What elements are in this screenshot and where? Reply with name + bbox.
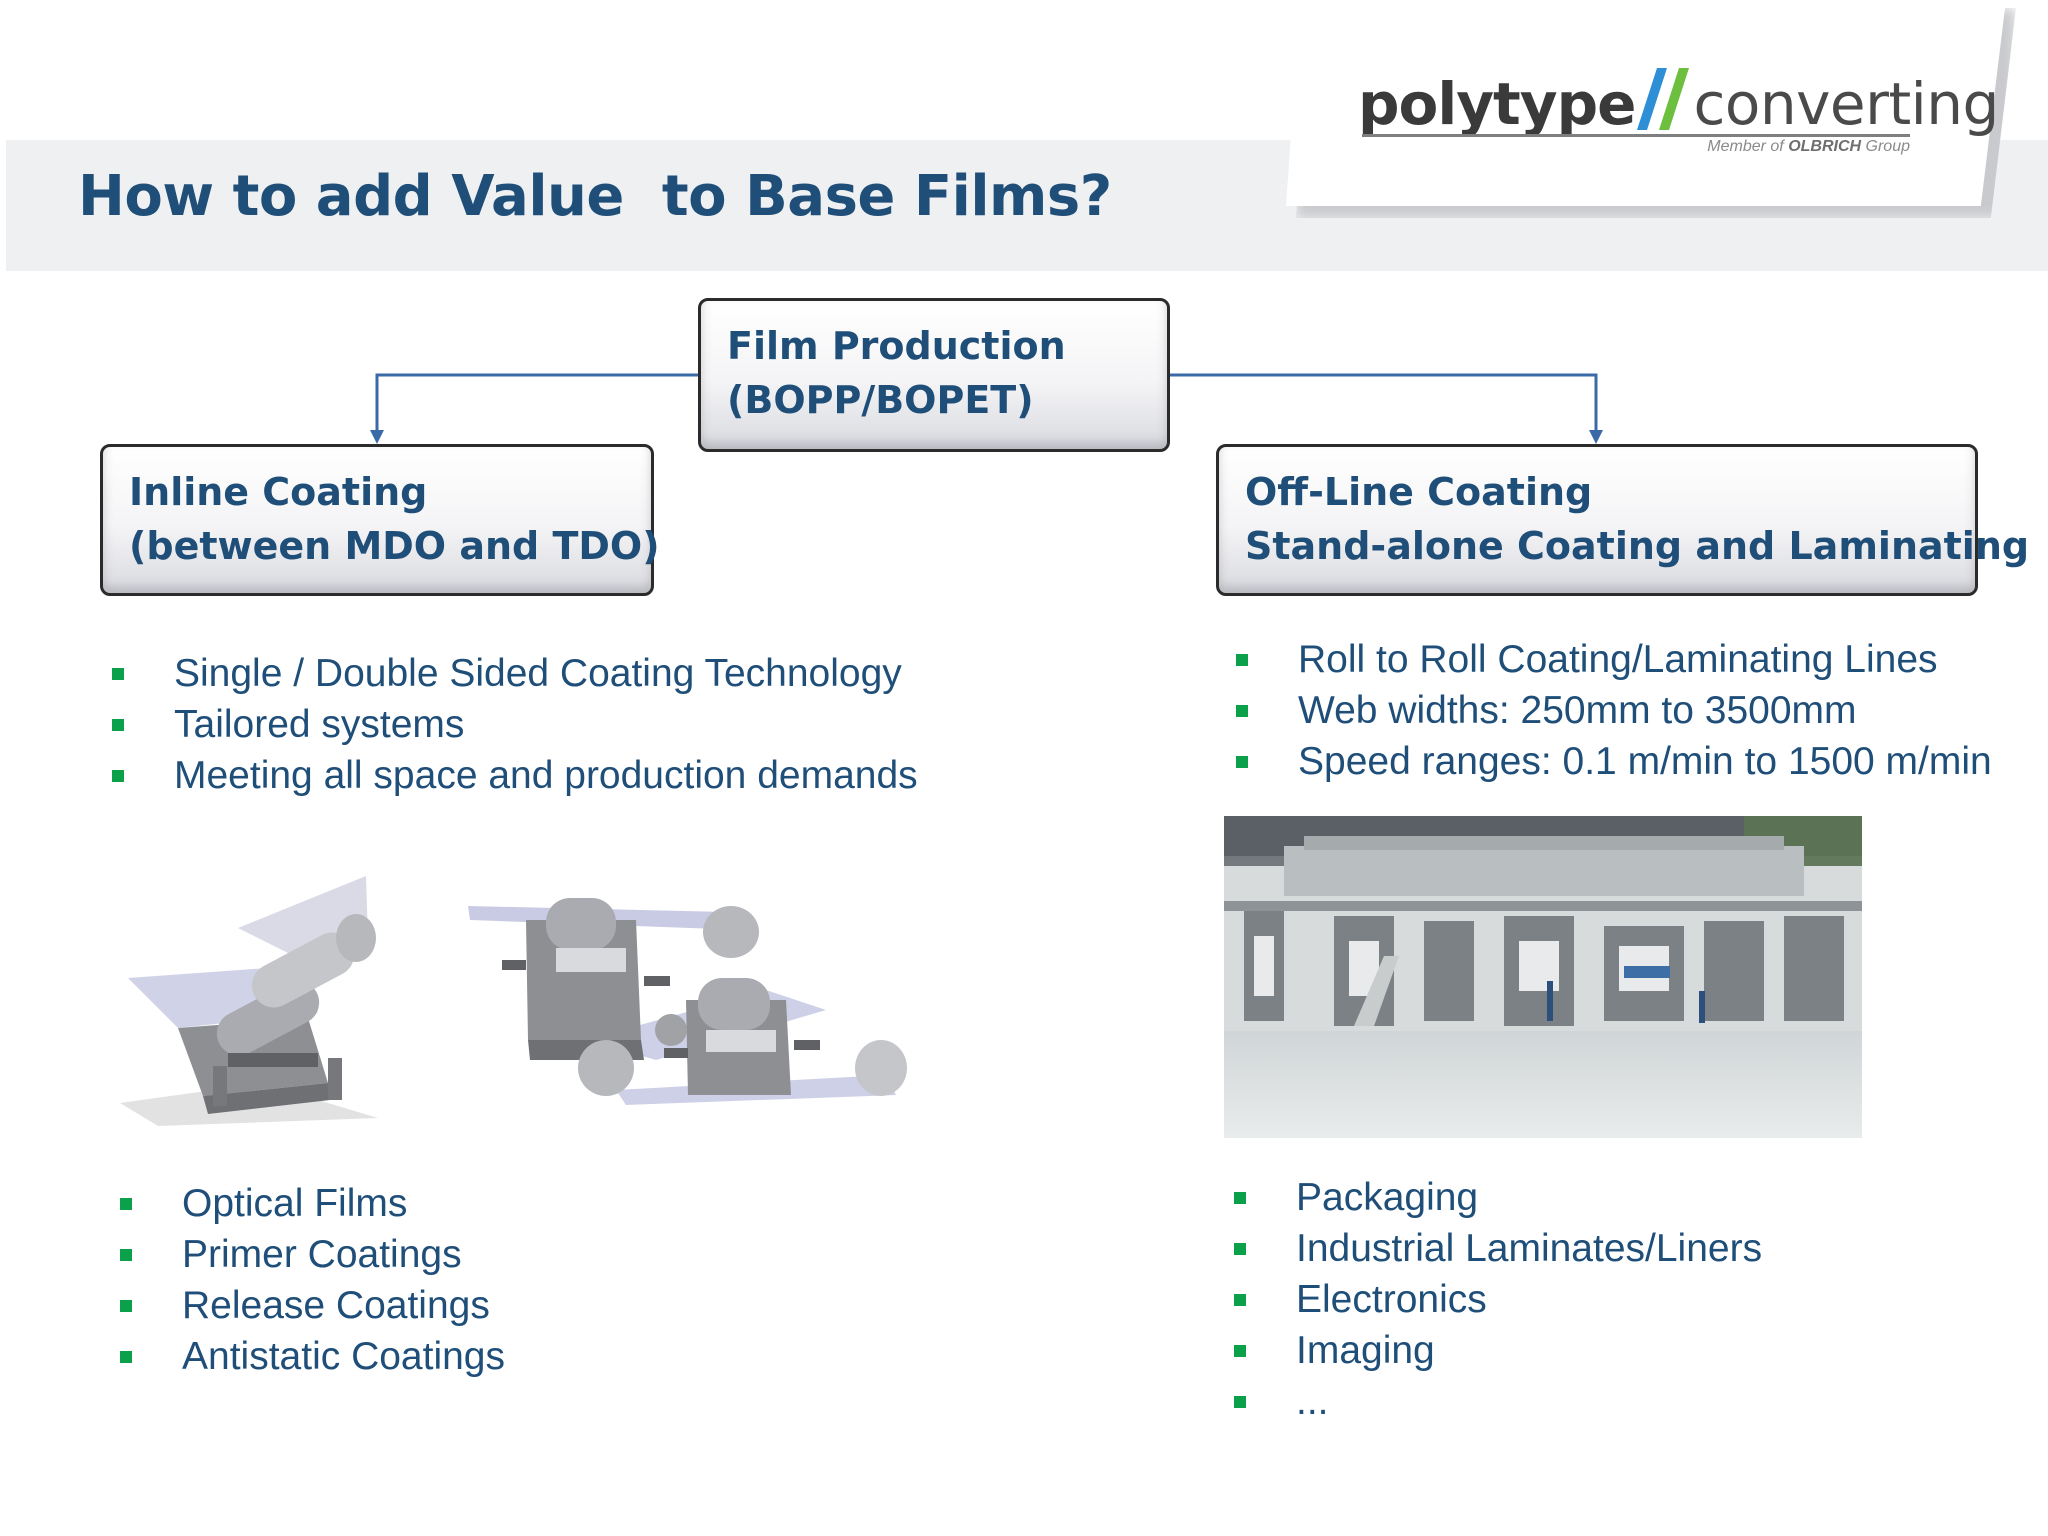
bullet-icon xyxy=(112,770,124,782)
bullet-icon xyxy=(1234,1345,1246,1357)
bullet-icon xyxy=(112,719,124,731)
bullet-icon xyxy=(1234,1294,1246,1306)
offline-coating-title: Off-Line Coating xyxy=(1245,470,1593,514)
logo-text-polytype: polytype xyxy=(1358,70,1636,138)
list-item: Meeting all space and production demands xyxy=(112,750,918,801)
bullet-icon xyxy=(120,1351,132,1363)
list-item: Imaging xyxy=(1234,1325,1762,1376)
inline-coating-box: Inline Coating (between MDO and TDO) xyxy=(100,444,660,596)
list-item: Antistatic Coatings xyxy=(120,1331,505,1382)
logo-card xyxy=(1286,0,2006,206)
film-production-title: Film Production xyxy=(727,324,1066,368)
bullet-icon xyxy=(1234,1192,1246,1204)
bullet-icon xyxy=(120,1249,132,1261)
single-coater-illustration xyxy=(120,876,378,1126)
list-item: Release Coatings xyxy=(120,1280,505,1331)
list-item: Industrial Laminates/Liners xyxy=(1234,1223,1762,1274)
coating-line-photo xyxy=(1224,816,1862,1138)
inline-coating-subtitle: (between MDO and TDO) xyxy=(129,524,660,568)
connector-right xyxy=(1170,373,1598,432)
bullet-icon xyxy=(1236,654,1248,666)
bullet-icon xyxy=(1234,1243,1246,1255)
arrowhead-right xyxy=(1589,430,1603,444)
list-item: Speed ranges: 0.1 m/min to 1500 m/min xyxy=(1236,736,1992,787)
bullet-icon xyxy=(120,1198,132,1210)
list-item: Primer Coatings xyxy=(120,1229,505,1280)
inline-features-list: Single / Double Sided Coating Technology… xyxy=(112,648,918,801)
slide-title: How to add Value to Base Films? xyxy=(78,164,1112,229)
logo-text-converting: converting xyxy=(1693,70,1999,138)
list-item: Optical Films xyxy=(120,1178,505,1229)
list-item: Tailored systems xyxy=(112,699,918,750)
offline-features-list: Roll to Roll Coating/Laminating Lines We… xyxy=(1236,634,1992,787)
film-production-box: Film Production (BOPP/BOPET) xyxy=(698,298,1170,452)
inline-applications-list: Optical Films Primer Coatings Release Co… xyxy=(120,1178,505,1382)
list-item: Single / Double Sided Coating Technology xyxy=(112,648,918,699)
list-item: Packaging xyxy=(1234,1172,1762,1223)
list-item: ... xyxy=(1234,1376,1762,1427)
bullet-icon xyxy=(1236,705,1248,717)
list-item: Electronics xyxy=(1234,1274,1762,1325)
bullet-icon xyxy=(1236,756,1248,768)
offline-coating-box: Off-Line Coating Stand-alone Coating and… xyxy=(1216,444,2030,596)
offline-coating-subtitle: Stand-alone Coating and Laminating xyxy=(1245,524,2030,568)
arrowhead-left xyxy=(370,430,384,444)
list-item: Web widths: 250mm to 3500mm xyxy=(1236,685,1992,736)
logo-slash-icon xyxy=(1637,68,1690,130)
bullet-icon xyxy=(112,668,124,680)
double-coater-illustration xyxy=(468,898,907,1105)
inline-coating-title: Inline Coating xyxy=(129,470,428,514)
bullet-icon xyxy=(1234,1396,1246,1408)
logo-underline xyxy=(1362,134,1910,137)
film-production-subtitle: (BOPP/BOPET) xyxy=(727,378,1034,422)
connector-left xyxy=(375,373,698,432)
list-item: Roll to Roll Coating/Laminating Lines xyxy=(1236,634,1992,685)
bullet-icon xyxy=(120,1300,132,1312)
company-logo: polytype converting xyxy=(1358,58,1999,138)
logo-member-line: Member of OLBRICH Group xyxy=(1707,138,1910,155)
offline-applications-list: Packaging Industrial Laminates/Liners El… xyxy=(1234,1172,1762,1427)
